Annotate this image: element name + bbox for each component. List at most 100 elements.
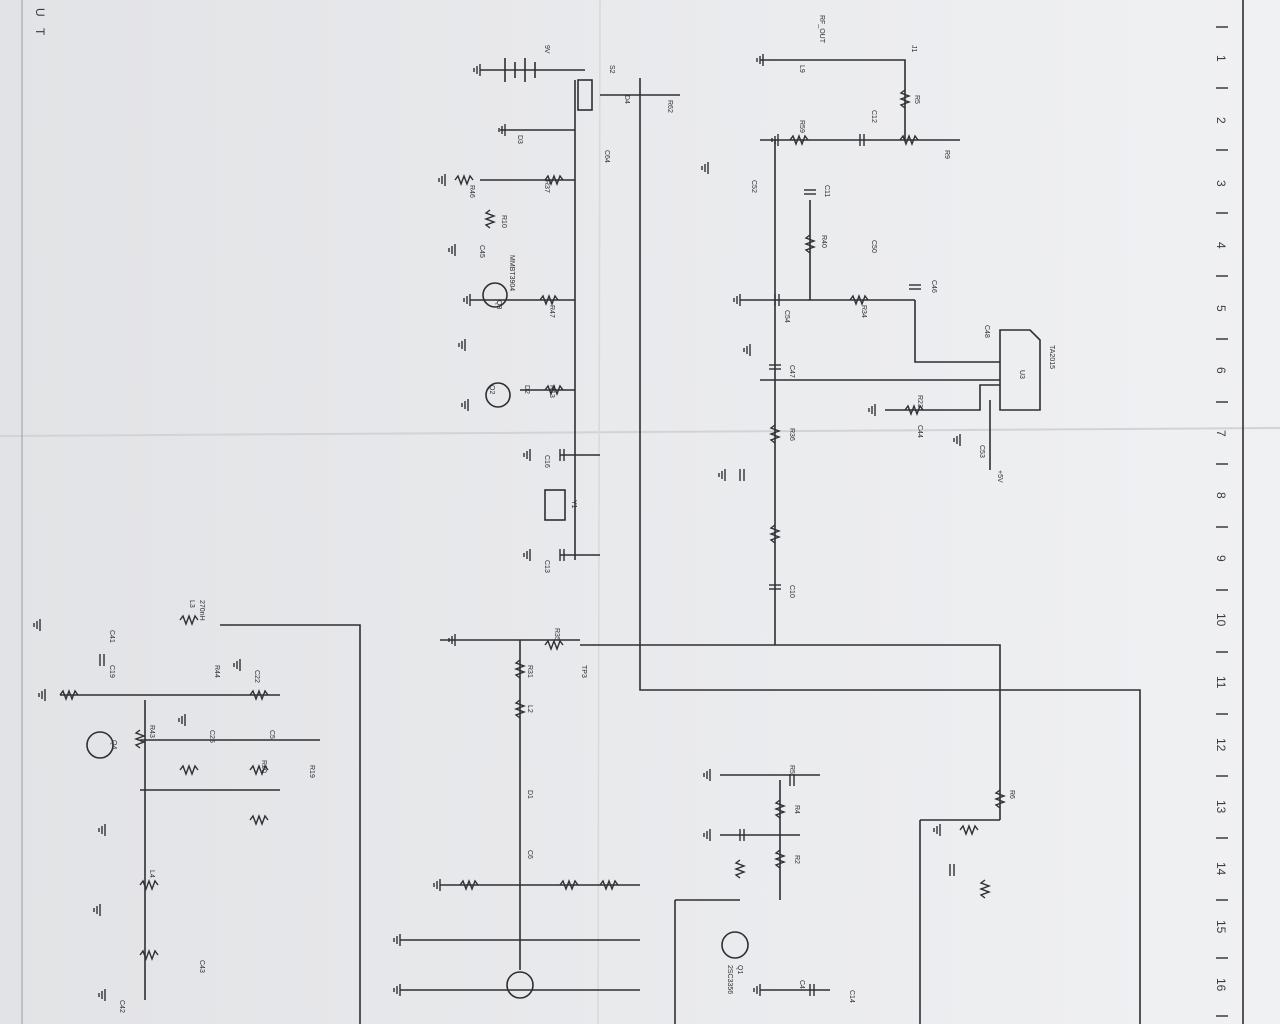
label: C14 [848,990,855,1003]
transistor-q4 [86,731,114,759]
label: C45 [478,245,485,258]
ruler-number: 13 [1214,800,1228,814]
label: R9 [943,150,950,159]
label: R36 [788,428,795,441]
label: C10 [788,585,795,598]
label: R20 [260,760,267,773]
label: C13 [543,560,550,573]
transistor-q5 [506,971,534,999]
label: C5 [268,730,275,739]
transistor-q3 [482,282,508,308]
label: C47 [788,365,795,378]
label: D3 [516,135,523,144]
label: D1 [526,790,533,799]
label: S2 [608,65,615,74]
label: R10 [500,215,507,228]
ruler-numbers: 1 2 3 4 5 6 7 8 9 10 11 12 13 14 15 16 U… [33,8,1228,992]
label: C25 [208,730,215,743]
ruler-number: 8 [1214,492,1228,499]
label: C11 [823,185,830,197]
label: C16 [543,455,550,468]
label: C54 [783,310,790,323]
label: C46 [930,280,937,293]
label: Q4 [110,740,117,749]
label-rf-out: RF_OUT [818,15,825,44]
label: R5 [788,765,795,774]
ruler-number: 15 [1214,920,1228,934]
label: R19 [308,765,315,778]
label: D2 [523,385,530,394]
ruler-number: 4 [1214,242,1228,249]
label: C42 [118,1000,125,1013]
label: R34 [860,305,867,318]
edge-letter: T [33,28,47,36]
label: R46 [468,185,475,198]
label: 2SC3356 [726,965,733,994]
ruler-number: 5 [1214,305,1228,312]
ruler-number: 6 [1214,367,1228,374]
ruler-number: 9 [1214,555,1228,562]
label-l9: L9 [798,65,805,73]
transistor-q2 [485,382,511,408]
label: Q1 [736,965,743,974]
label: 270nH [198,600,205,621]
label: C64 [603,150,610,163]
label: C50 [870,240,877,253]
label: C53 [978,445,985,458]
label: R59 [798,120,805,133]
label: C22 [253,670,260,683]
battery-icon [504,58,536,82]
label: C44 [916,425,923,438]
label-5v: +5V [996,470,1003,483]
label: R62 [666,100,673,113]
label: R44 [213,665,220,678]
border-ruler [21,0,1244,1024]
label: C19 [108,665,115,678]
label: L4 [148,870,155,878]
label: D4 [623,95,630,104]
transistor-q1 [721,931,749,959]
label: R6 [1008,790,1015,799]
label-ic-part: TA2015 [1048,345,1055,369]
label: C6 [526,850,533,859]
label: R47 [548,305,555,318]
label: R13 [548,385,555,398]
label: C4 [798,980,805,989]
label: C48 [983,325,990,338]
label: R2 [793,855,800,864]
switch-s2 [577,79,593,111]
ruler-number: 12 [1214,738,1228,752]
ruler-number: 7 [1214,430,1228,437]
ruler-number: 2 [1214,117,1228,124]
label: R43 [148,725,155,738]
label: C12 [870,110,877,123]
ic-u3 [999,329,1041,411]
edge-letter: U [33,8,47,17]
ruler-number: 16 [1214,978,1228,992]
label: R4 [793,805,800,814]
label: Q2 [488,385,495,394]
label: C41 [108,630,115,643]
label: R31 [526,665,533,678]
label: C52 [750,180,757,193]
label: R35 [553,628,560,641]
label: L3 [188,600,195,608]
component-labels: RF_OUT J1 L9 R5 R9 C12 R59 C52 C11 R40 C… [108,15,1055,1013]
ruler-number: 11 [1214,676,1228,689]
label: R23 [916,395,923,408]
label: L2 [526,705,533,713]
label: R40 [820,235,827,248]
label: MMBT3904 [508,255,515,291]
ruler-number: 14 [1214,862,1228,876]
crystal-y1 [544,489,566,521]
label-tp3: TP3 [580,665,587,678]
paper-fold-vertical [597,0,601,1024]
label-j1: J1 [910,45,917,53]
ruler-number: 10 [1214,613,1228,627]
label: R5 [913,95,920,104]
label: Q3 [495,300,502,309]
label: C43 [198,960,205,973]
label-u3: U3 [1018,370,1025,379]
label: Y1 [570,500,577,509]
